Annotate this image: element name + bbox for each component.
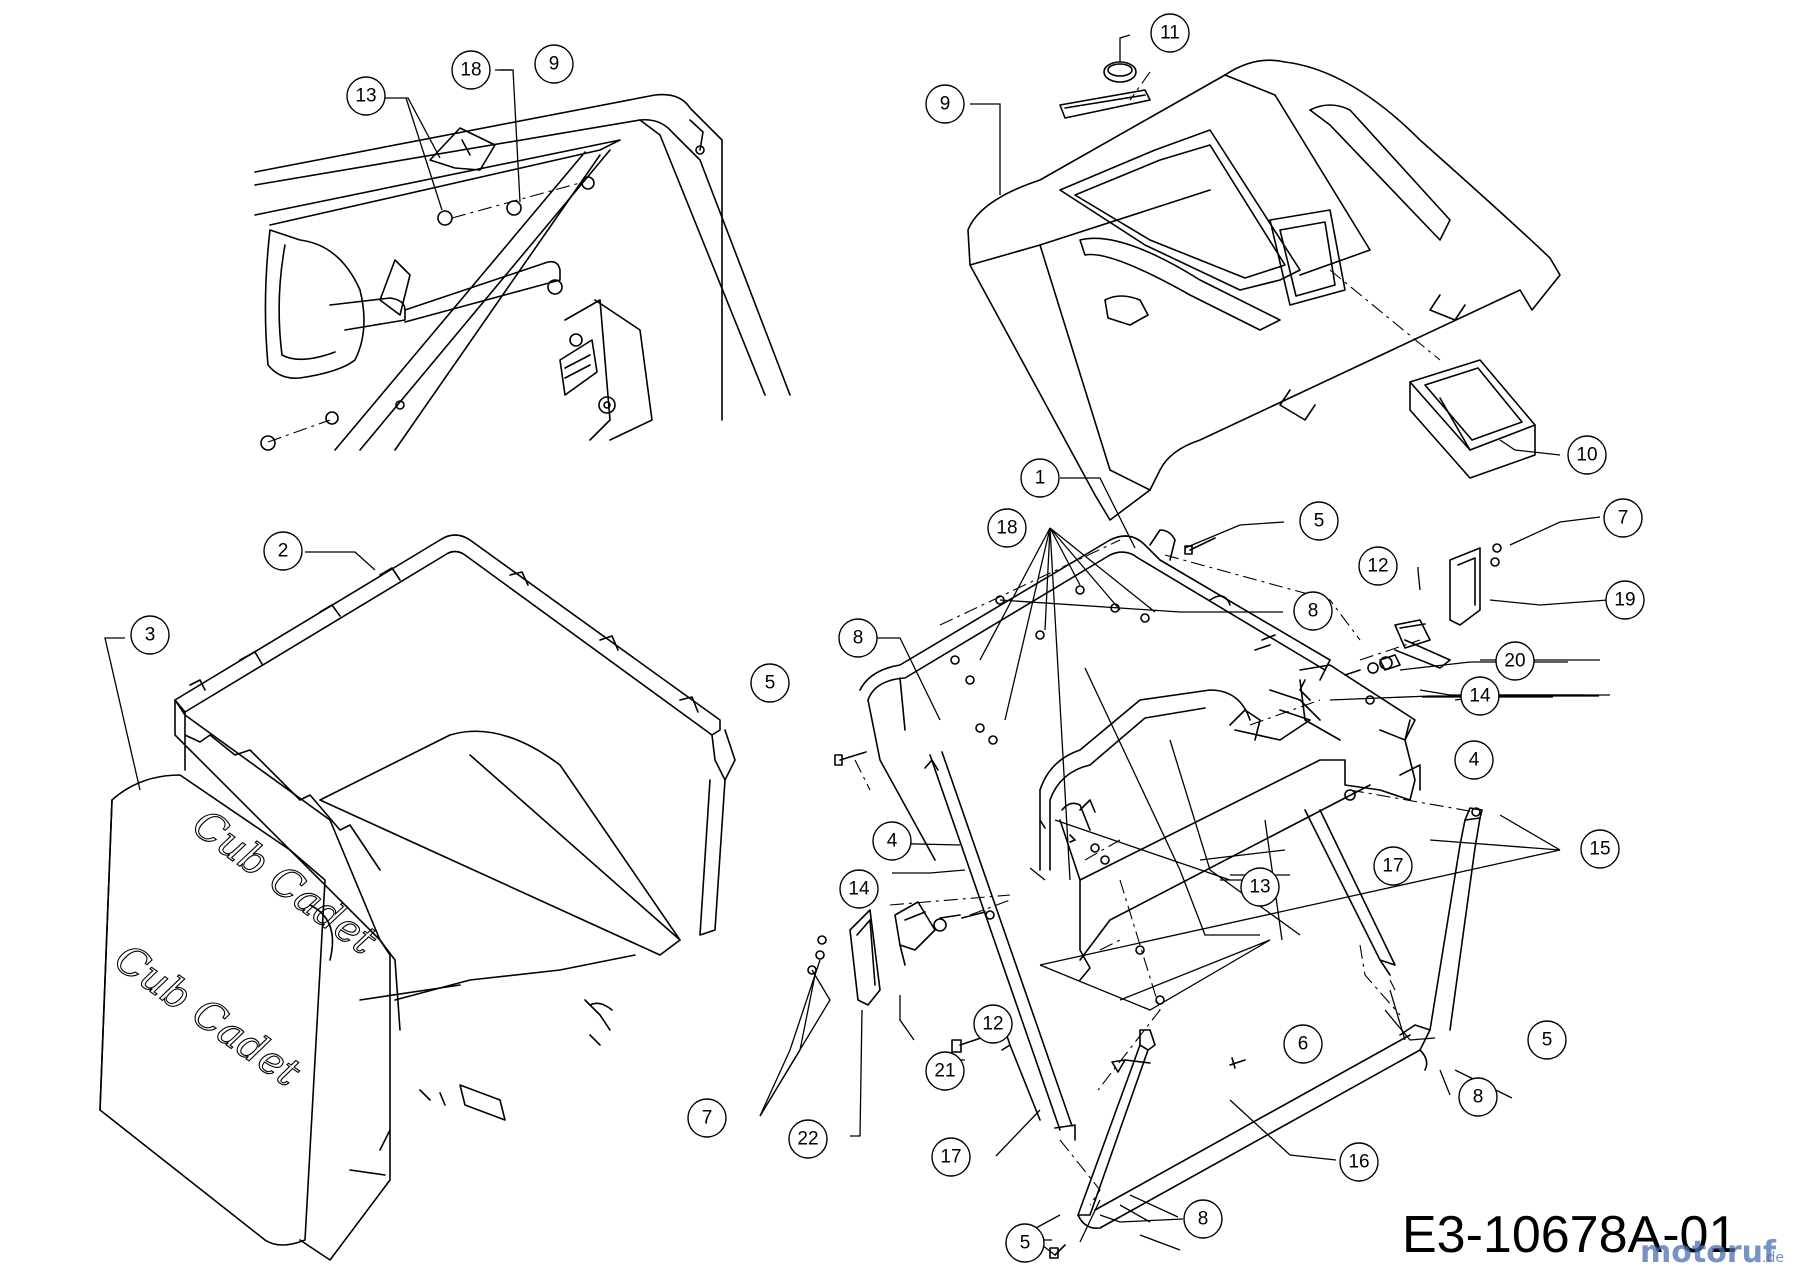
- callout-7-left: 7: [687, 1098, 727, 1138]
- svg-text:motoruf: motoruf: [1640, 1235, 1777, 1270]
- callout-5-left: 5: [750, 663, 790, 703]
- svg-text:13: 13: [1249, 877, 1270, 898]
- callout-13-frame: 13: [1240, 867, 1280, 907]
- svg-text:18: 18: [460, 60, 481, 81]
- callout-17-bottom: 17: [931, 1137, 971, 1177]
- svg-text:8: 8: [1473, 1087, 1484, 1108]
- hardware-fasteners: [807, 537, 1502, 1259]
- callout-5-right: 5: [1527, 1020, 1567, 1060]
- callout-18-top: 18: [451, 50, 491, 90]
- svg-text:19: 19: [1614, 590, 1635, 611]
- assembly-center-lines: [854, 539, 1476, 1206]
- svg-text:9: 9: [549, 54, 560, 75]
- svg-text:20: 20: [1504, 651, 1525, 672]
- bracket-right: [1344, 547, 1481, 676]
- svg-text:5: 5: [765, 673, 776, 694]
- callout-6: 6: [1283, 1024, 1323, 1064]
- callout-19: 19: [1605, 580, 1645, 620]
- svg-text:3: 3: [145, 625, 156, 646]
- svg-text:7: 7: [1618, 508, 1629, 529]
- svg-text:5: 5: [1314, 511, 1325, 532]
- callout-21: 21: [925, 1051, 965, 1091]
- callout-3: 3: [130, 615, 170, 655]
- svg-text:14: 14: [848, 879, 870, 900]
- svg-text:15: 15: [1589, 839, 1610, 860]
- cup-holder-part-10: [1409, 359, 1536, 479]
- drawing-code: E3-10678A-01: [1402, 1206, 1737, 1264]
- svg-text:8: 8: [1308, 601, 1319, 622]
- bracket-left: [849, 901, 995, 1006]
- svg-text:.de: .de: [1762, 1250, 1784, 1266]
- callout-10: 10: [1567, 435, 1607, 475]
- callout-8-left: 8: [838, 618, 878, 658]
- svg-text:8: 8: [853, 628, 864, 649]
- svg-text:17: 17: [1382, 856, 1403, 877]
- svg-text:4: 4: [1469, 750, 1480, 771]
- svg-text:14: 14: [1469, 686, 1491, 707]
- grass-bag: [99, 699, 681, 1261]
- svg-text:Cub Cadet: Cub Cadet: [184, 801, 385, 965]
- svg-text:10: 10: [1576, 445, 1597, 466]
- callout-7-right: 7: [1603, 498, 1643, 538]
- svg-text:1: 1: [1035, 468, 1046, 489]
- callout-1: 1: [1020, 458, 1060, 498]
- callout-8-bottom: 8: [1183, 1199, 1223, 1239]
- brand-mark-bag-side: Cub Cadet: [106, 935, 310, 1097]
- callout-12-right: 12: [1358, 546, 1398, 586]
- svg-text:16: 16: [1348, 1152, 1369, 1173]
- callout-4-left: 4: [872, 821, 912, 861]
- callout-14-right: 14: [1460, 676, 1500, 716]
- callout-17-right: 17: [1373, 846, 1413, 886]
- svg-text:22: 22: [797, 1129, 818, 1150]
- svg-text:12: 12: [1367, 556, 1388, 577]
- callout-11: 11: [1150, 13, 1190, 53]
- svg-text:6: 6: [1298, 1034, 1309, 1055]
- callout-9-hood: 9: [925, 84, 965, 124]
- brand-mark-bag-front: Cub Cadet: [184, 800, 386, 965]
- callout-2: 2: [263, 531, 303, 571]
- svg-text:5: 5: [1020, 1233, 1031, 1254]
- chute-frame-assembly: [859, 529, 1421, 981]
- watermark: motoruf .de: [1640, 1235, 1784, 1270]
- callout-14-left: 14: [839, 869, 879, 909]
- svg-text:5: 5: [1542, 1030, 1553, 1051]
- support-rods: [929, 751, 1483, 1230]
- callout-8-upper: 8: [1293, 591, 1333, 631]
- callout-22: 22: [788, 1119, 828, 1159]
- svg-text:4: 4: [887, 831, 898, 852]
- svg-text:8: 8: [1198, 1209, 1209, 1230]
- bag-frame-tube: [174, 534, 736, 936]
- callout-4-right: 4: [1454, 740, 1494, 780]
- callout-5-upper: 5: [1299, 501, 1339, 541]
- callout-13-top: 13: [346, 76, 386, 116]
- callout-15: 15: [1580, 829, 1620, 869]
- svg-text:17: 17: [940, 1147, 961, 1168]
- svg-text:Cub Cadet: Cub Cadet: [106, 936, 309, 1097]
- svg-text:2: 2: [278, 541, 289, 562]
- callout-5-bottom: 5: [1005, 1223, 1045, 1263]
- callout-16: 16: [1339, 1142, 1379, 1182]
- svg-text:11: 11: [1160, 23, 1180, 44]
- svg-text:9: 9: [940, 94, 951, 115]
- svg-text:7: 7: [702, 1108, 713, 1129]
- callout-8-right: 8: [1458, 1077, 1498, 1117]
- svg-text:12: 12: [982, 1014, 1003, 1035]
- svg-text:18: 18: [996, 518, 1017, 539]
- callout-12-left: 12: [973, 1004, 1013, 1044]
- svg-text:21: 21: [934, 1061, 955, 1082]
- hood-cover: [967, 59, 1561, 521]
- svg-text:13: 13: [355, 86, 376, 107]
- callout-20: 20: [1495, 641, 1535, 681]
- detail-view-mount: [254, 93, 791, 451]
- cap-part-11: [1103, 61, 1137, 83]
- callout-18-frame: 18: [987, 508, 1027, 548]
- callout-9-top: 9: [534, 44, 574, 84]
